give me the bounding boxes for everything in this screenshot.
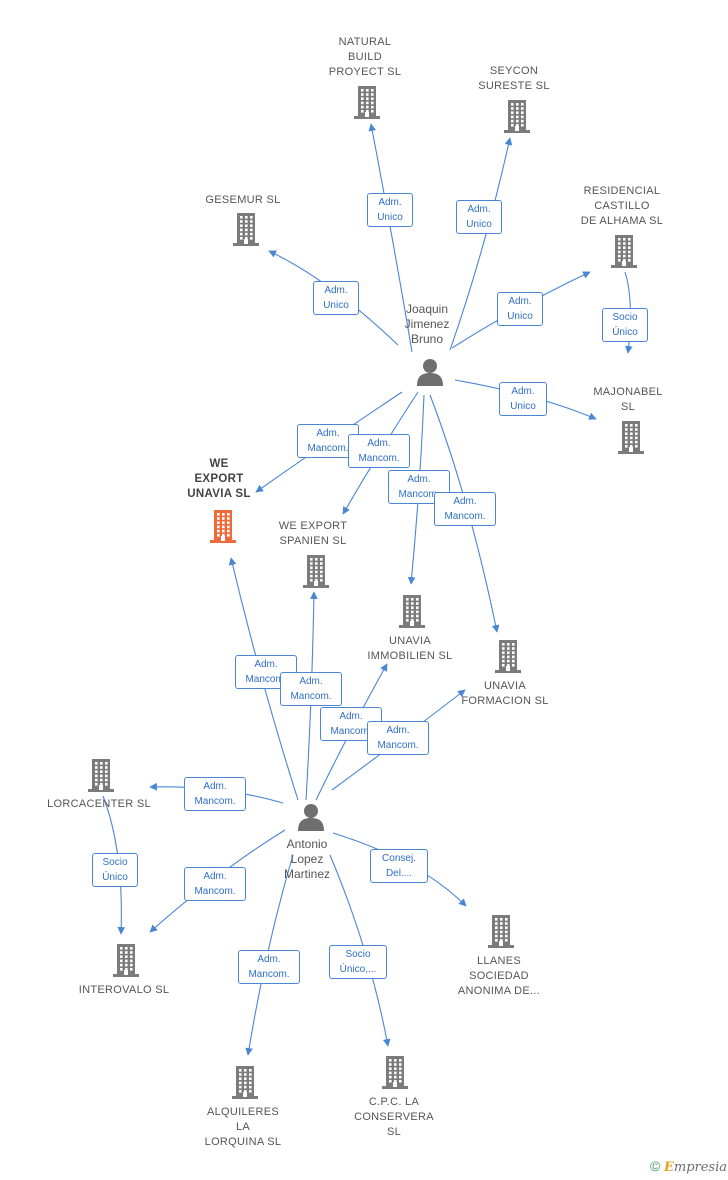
company-label-natural-build[interactable]: NATURAL BUILD PROYECT SL <box>328 36 402 78</box>
company-building-icon[interactable] <box>399 594 425 633</box>
company-building-icon[interactable] <box>113 943 139 982</box>
relation-label-joaquin-natural-build[interactable]: Adm. Unico <box>367 193 413 227</box>
company-label-unavia-formacion[interactable]: UNAVIA FORMACION SL <box>461 680 549 707</box>
relation-label-joaquin-residencial[interactable]: Adm. Unico <box>497 292 543 326</box>
company-building-icon[interactable] <box>495 639 521 678</box>
person-label-joaquin[interactable]: Joaquin Jimenez Bruno <box>404 302 450 346</box>
copyright-symbol: © <box>650 1158 661 1174</box>
relation-label-antonio-llanes[interactable]: Consej. Del.... <box>370 849 428 883</box>
company-label-we-export-unavia[interactable]: WE EXPORT UNAVIA SL <box>187 458 251 500</box>
person-icon[interactable] <box>416 358 444 391</box>
company-building-icon[interactable] <box>303 554 329 593</box>
relation-label-joaquin-gesemur[interactable]: Adm. Unico <box>313 281 359 315</box>
company-label-unavia-immobilien[interactable]: UNAVIA IMMOBILIEN SL <box>367 635 453 662</box>
relation-label-joaquin-we-export-spanien[interactable]: Adm. Mancom. <box>348 434 410 468</box>
relation-label-antonio-lorcacenter[interactable]: Adm. Mancom. <box>184 777 246 811</box>
brand-logo: Empresia <box>663 1160 728 1175</box>
relation-label-residencial-majonabel[interactable]: Socio Único <box>602 308 648 342</box>
company-label-interovalo[interactable]: INTEROVALO SL <box>78 984 170 996</box>
company-building-icon[interactable] <box>233 212 259 251</box>
company-label-cpc[interactable]: C.P.C. LA CONSERVERA SL <box>354 1096 434 1138</box>
relation-label-joaquin-majonabel[interactable]: Adm. Unico <box>499 382 547 416</box>
relation-edge-joaquin-seycon <box>449 137 513 351</box>
company-label-llanes[interactable]: LLANES SOCIEDAD ANONIMA DE... <box>457 955 541 997</box>
company-building-icon[interactable] <box>382 1055 408 1094</box>
relation-label-antonio-we-export-spanien[interactable]: Adm. Mancom. <box>280 672 342 706</box>
relation-label-antonio-interovalo[interactable]: Adm. Mancom. <box>184 867 246 901</box>
relation-label-antonio-cpc[interactable]: Socio Único,... <box>329 945 387 979</box>
relation-label-joaquin-seycon[interactable]: Adm. Unico <box>456 200 502 234</box>
relation-edge-residencial-majonabel <box>624 271 633 354</box>
relation-label-lorcacenter-interovalo[interactable]: Socio Único <box>92 853 138 887</box>
company-building-icon[interactable] <box>618 420 644 459</box>
focus-company-building-icon[interactable] <box>210 509 236 548</box>
person-icon[interactable] <box>297 803 325 836</box>
edges-layer <box>102 123 633 1056</box>
relation-label-antonio-unavia-formacion[interactable]: Adm. Mancom. <box>367 721 429 755</box>
company-label-alquileres[interactable]: ALQUILERES LA LORQUINA SL <box>204 1106 282 1148</box>
company-label-lorcacenter[interactable]: LORCACENTER SL <box>47 798 151 810</box>
person-label-antonio[interactable]: Antonio Lopez Martinez <box>283 837 330 881</box>
company-building-icon[interactable] <box>232 1065 258 1104</box>
company-building-icon[interactable] <box>611 234 637 273</box>
relation-label-antonio-alquileres[interactable]: Adm. Mancom. <box>238 950 300 984</box>
company-building-icon[interactable] <box>488 914 514 953</box>
relation-edge-joaquin-natural-build <box>368 123 413 353</box>
company-building-icon[interactable] <box>504 99 530 138</box>
company-label-seycon[interactable]: SEYCON SURESTE SL <box>478 65 550 92</box>
company-building-icon[interactable] <box>88 758 114 797</box>
company-label-we-export-spanien[interactable]: WE EXPORT SPANIEN SL <box>278 520 348 547</box>
company-label-residencial[interactable]: RESIDENCIAL CASTILLO DE ALHAMA SL <box>580 185 664 227</box>
company-building-icon[interactable] <box>354 85 380 124</box>
company-label-gesemur[interactable]: GESEMUR SL <box>205 194 281 206</box>
company-label-majonabel[interactable]: MAJONABEL SL <box>593 386 663 413</box>
relation-label-joaquin-unavia-formacion[interactable]: Adm. Mancom. <box>434 492 496 526</box>
copyright-notice: © Empresia <box>650 1158 727 1175</box>
